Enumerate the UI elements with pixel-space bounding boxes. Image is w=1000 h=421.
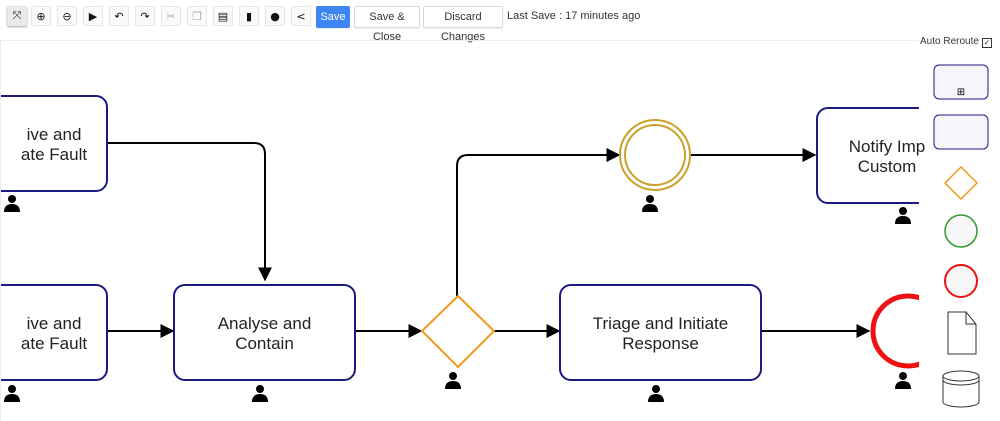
document-shape-icon[interactable] — [947, 311, 977, 355]
task-fault-top-label: ive and ate Fault — [1, 125, 107, 165]
datastore-shape-icon[interactable] — [942, 370, 980, 408]
task-fault-top[interactable] — [1, 95, 108, 192]
performer-icon — [895, 372, 911, 389]
delete-icon[interactable]: ▮ — [239, 6, 259, 26]
auto-reroute-checkbox[interactable]: ✓ — [981, 38, 992, 48]
performer-icon — [445, 372, 461, 389]
performer-icon — [252, 385, 268, 402]
task-fault-bottom[interactable] — [1, 284, 108, 381]
redo-icon[interactable]: ↷ — [135, 6, 155, 26]
auto-reroute-toggle[interactable]: Auto Reroute✓ — [920, 36, 992, 48]
task-triage-label: Triage and Initiate Response — [560, 314, 761, 354]
intermediate-event[interactable] — [619, 119, 691, 191]
task-notify[interactable] — [816, 107, 919, 204]
task-triage-line2: Response — [622, 334, 699, 353]
last-save-status: Last Save : 17 minutes ago — [507, 10, 641, 22]
task-fault-bottom-label: ive and ate Fault — [1, 314, 107, 354]
gateway-diamond[interactable] — [420, 294, 496, 369]
task-fault-bottom-line1: ive and — [26, 314, 82, 333]
zoom-out-icon[interactable]: ⊖ — [57, 6, 77, 26]
edge-fault-to-analyse[interactable] — [108, 142, 272, 282]
save-button[interactable]: Save — [316, 6, 350, 28]
performer-icon — [648, 385, 664, 402]
task-analyse-line1: Analyse and — [217, 314, 312, 333]
start-event-shape-icon[interactable] — [944, 214, 978, 248]
paste-icon[interactable]: ▤ — [213, 6, 233, 26]
task-shape-icon[interactable] — [933, 114, 989, 150]
palette-icon[interactable]: ● — [265, 6, 285, 26]
zoom-in-icon[interactable]: ⊕ — [31, 6, 51, 26]
copy-icon[interactable]: ❐ — [187, 6, 207, 26]
task-notify-label: Notify Imp Custom — [817, 137, 957, 177]
diagram-canvas[interactable]: ive and ate Fault ive and ate Fault Anal… — [0, 40, 925, 421]
play-icon[interactable]: ▶ — [83, 6, 103, 26]
auto-reroute-label: Auto Reroute — [920, 36, 979, 47]
end-event-shape-icon[interactable] — [944, 264, 978, 298]
subprocess-shape-icon[interactable] — [933, 64, 989, 100]
task-triage[interactable] — [559, 284, 762, 381]
palette-svg: ⊞ — [933, 64, 989, 408]
gateway-shape-icon[interactable] — [943, 165, 979, 201]
fit-icon[interactable]: ⤧ — [7, 6, 27, 26]
discard-changes-button[interactable]: Discard Changes — [423, 6, 503, 43]
task-fault-bottom-line2: ate Fault — [20, 334, 88, 353]
task-analyse-label: Analyse and Contain — [174, 314, 355, 354]
task-analyse-line2: Contain — [235, 334, 294, 353]
end-event[interactable] — [870, 293, 919, 369]
diagram-svg — [1, 95, 919, 402]
intermediate-event-inner — [624, 124, 686, 186]
toolbar: ⤧ ⊕ ⊖ ▶ ↶ ↷ ✂ ❐ ▤ ▮ ● < Save Save & Clos… — [0, 0, 1000, 43]
save-close-button[interactable]: Save & Close — [354, 6, 420, 43]
task-notify-line2: Custom — [857, 157, 917, 176]
edge-gateway-to-event[interactable] — [456, 148, 621, 296]
task-analyse[interactable] — [173, 284, 356, 381]
task-triage-line1: Triage and Initiate — [592, 314, 729, 333]
task-fault-top-line1: ive and — [26, 125, 82, 144]
performer-icon — [4, 385, 20, 402]
performer-icon — [642, 195, 658, 212]
share-icon[interactable]: < — [291, 6, 311, 26]
subprocess-marker-icon: ⊞ — [957, 87, 965, 98]
task-notify-line1: Notify Imp — [848, 137, 926, 156]
cut-icon[interactable]: ✂ — [161, 6, 181, 26]
performer-icon — [895, 207, 911, 224]
shape-palette: ⊞ — [918, 34, 1000, 420]
task-fault-top-line2: ate Fault — [20, 145, 88, 164]
performer-icon — [4, 195, 20, 212]
undo-icon[interactable]: ↶ — [109, 6, 129, 26]
